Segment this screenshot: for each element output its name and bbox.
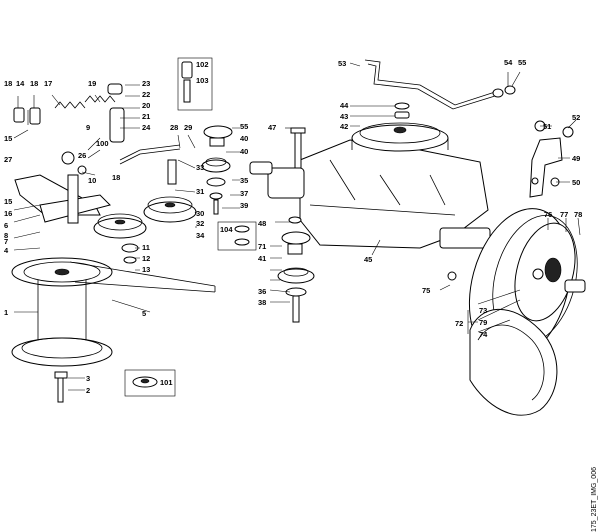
label-5: 5: [142, 309, 146, 318]
label-36: 37: [240, 189, 248, 198]
label-22: 22: [142, 90, 150, 99]
label-53: 54: [504, 58, 513, 67]
label-28: 28: [170, 123, 178, 132]
label-13: 13: [142, 265, 150, 274]
label-101: 102: [196, 60, 209, 69]
lower-idler-stack: [277, 216, 315, 323]
label-103: 104: [220, 225, 233, 234]
figure-code-text: 175_23ET_IMG_006: [591, 467, 598, 532]
label-41: 42: [340, 122, 348, 131]
label-38: 39: [240, 201, 248, 210]
label-76: 77: [560, 210, 568, 219]
label-11: 11: [142, 243, 150, 252]
label-75: 76: [544, 210, 552, 219]
label-18a: 18: [4, 79, 12, 88]
label-15b: 15: [4, 197, 12, 206]
pulley-bolt: [54, 371, 68, 403]
nut-box-103-104: [217, 221, 257, 251]
label-52: 53: [338, 59, 346, 68]
label-10: 10: [88, 176, 96, 185]
transaxle-pulley: [351, 122, 449, 152]
label-40a: 40: [240, 134, 248, 143]
label-45: 47: [268, 123, 276, 132]
label-30: 30: [196, 209, 204, 218]
label-3: 3: [86, 374, 90, 383]
label-47: 48: [258, 219, 266, 228]
label-33a: 33: [196, 163, 204, 172]
shift-rod: [364, 59, 516, 110]
label-44: 45: [364, 255, 372, 264]
label-55a: 55: [240, 122, 248, 131]
washer-stack: [201, 125, 233, 215]
label-29: 29: [184, 123, 192, 132]
label-71: 72: [455, 319, 463, 328]
label-9: 9: [86, 123, 90, 132]
label-79: 100: [96, 139, 109, 148]
part-number-labels: 1 2 3 4 5 6 7 8 9 10 11 12 13 14 15 15 1…: [4, 58, 582, 395]
label-32: 32: [196, 219, 204, 228]
label-35: 36: [258, 287, 266, 296]
label-102: 103: [196, 76, 209, 85]
label-100: 101: [160, 378, 173, 387]
label-50: 51: [543, 122, 551, 131]
leader-lines: [13, 62, 581, 391]
label-8: 8: [4, 231, 8, 240]
bushings: [13, 83, 125, 175]
label-40b: 41: [258, 254, 266, 263]
label-49: 50: [572, 178, 580, 187]
exploded-parts-diagram: 1 2 3 4 5 6 7 8 9 10 11 12 13 14 15 15 1…: [4, 57, 586, 416]
label-6: 6: [4, 221, 8, 230]
label-72: 73: [479, 306, 487, 315]
label-18b: 18: [30, 79, 38, 88]
label-14: 14: [16, 79, 25, 88]
label-23: 23: [142, 79, 150, 88]
idler-pulley-left: [93, 213, 147, 264]
transaxle-cap-items: [290, 102, 410, 169]
label-20: 20: [142, 101, 150, 110]
transaxle-housing: [249, 139, 491, 249]
label-48: 49: [572, 154, 580, 163]
control-rod: [119, 144, 181, 165]
label-1: 1: [4, 308, 8, 317]
label-19: 19: [88, 79, 96, 88]
bracket-48: [529, 120, 574, 198]
label-12: 12: [142, 254, 150, 263]
label-74: 75: [422, 286, 430, 295]
label-33b: 34: [196, 231, 205, 240]
washer-box-100: [124, 369, 176, 397]
label-16: 16: [4, 209, 12, 218]
wheel-assembly: [468, 208, 586, 362]
drive-belt: [69, 261, 216, 293]
label-31: 31: [196, 187, 204, 196]
label-4: 4: [4, 246, 9, 255]
label-24: 24: [142, 123, 151, 132]
label-42: 43: [340, 112, 348, 121]
idler-pulley-right: [143, 159, 197, 223]
label-34: 35: [240, 176, 248, 185]
label-7: 7: [4, 237, 8, 246]
label-17: 17: [44, 79, 52, 88]
label-78: 79: [479, 318, 487, 327]
label-43: 44: [340, 101, 349, 110]
label-18c: 18: [112, 173, 120, 182]
spring-assembly: [54, 95, 116, 109]
label-15a: 15: [4, 134, 12, 143]
bolt-box-101-102: [177, 57, 213, 111]
label-37: 38: [258, 298, 266, 307]
small-fasteners: [447, 177, 539, 281]
label-54: 55: [518, 58, 526, 67]
label-39: 40: [240, 147, 248, 156]
label-26: 26: [78, 151, 86, 160]
label-73: 74: [479, 330, 488, 339]
label-27: 27: [4, 155, 12, 164]
label-77: 78: [574, 210, 582, 219]
tension-arm: [14, 174, 111, 224]
label-51: 52: [572, 113, 580, 122]
label-21: 21: [142, 112, 150, 121]
label-55b: 71: [258, 242, 266, 251]
label-2: 2: [86, 386, 90, 395]
